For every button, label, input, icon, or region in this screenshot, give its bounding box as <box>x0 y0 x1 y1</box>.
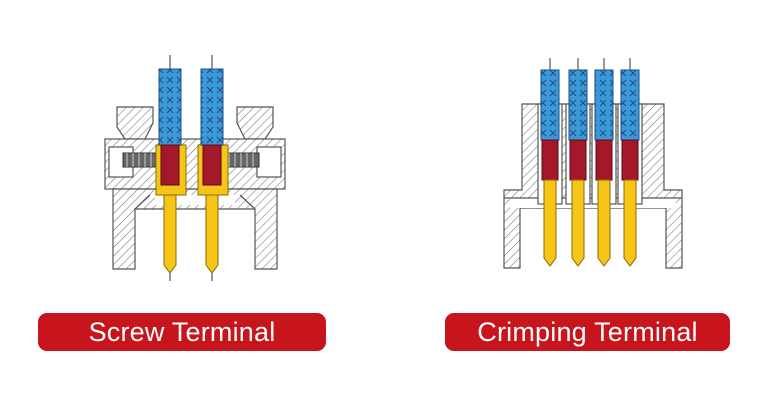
terminal-4 <box>620 69 640 267</box>
screw-left <box>122 152 160 168</box>
terminal-2 <box>568 69 588 267</box>
terminal-3 <box>594 69 614 267</box>
screw-housing <box>104 106 286 270</box>
terminal-1 <box>540 69 560 267</box>
crimping-terminal-diagram <box>503 58 683 269</box>
wire-leads <box>549 58 631 70</box>
pin-right <box>205 194 219 274</box>
crimp-housing <box>503 103 683 269</box>
conductor-left <box>160 144 180 186</box>
crimping-terminal-label: Crimping Terminal <box>445 313 730 351</box>
screw-terminal-diagram <box>104 55 286 281</box>
screw-terminal-label: Screw Terminal <box>38 313 326 351</box>
pin-left <box>163 194 177 274</box>
conductor-right <box>202 144 222 186</box>
